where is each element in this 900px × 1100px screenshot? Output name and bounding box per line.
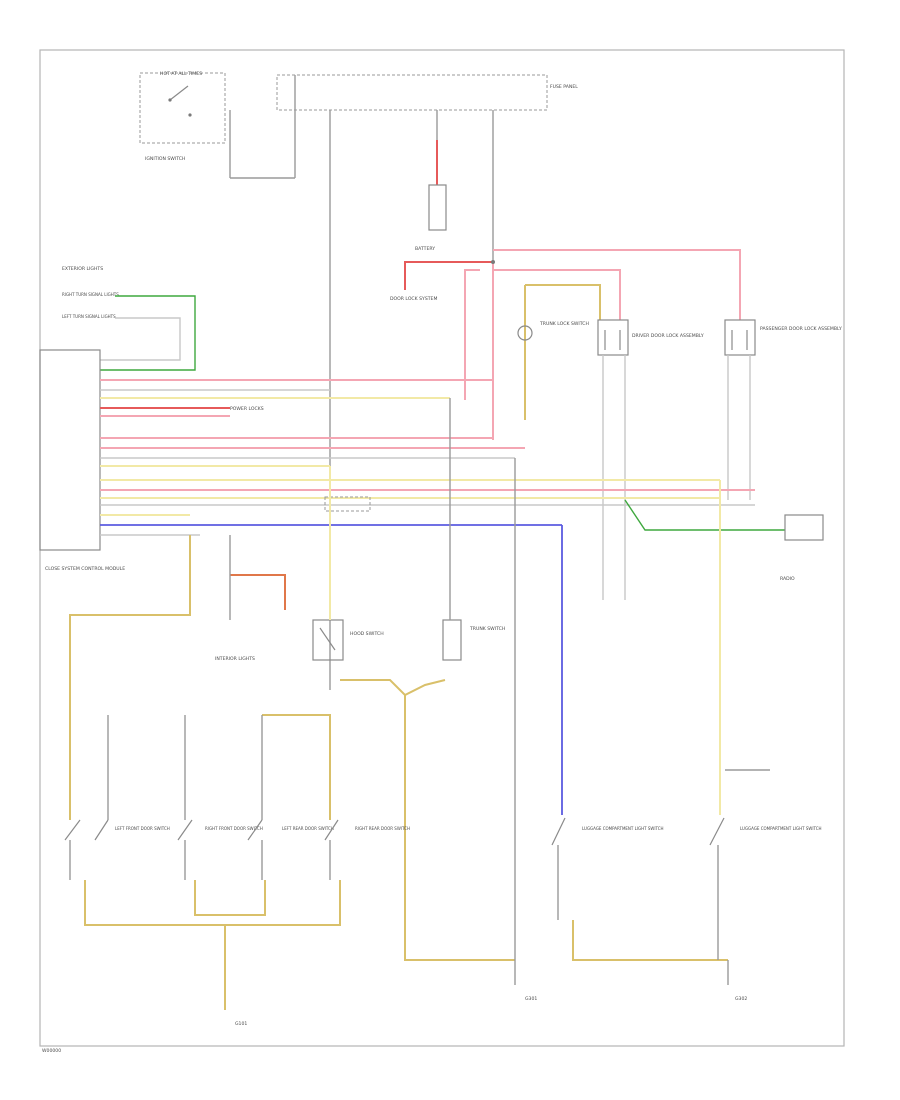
battery-label: BATTERY (415, 246, 435, 252)
power-feed-wires: DOOR LOCK SYSTEM (390, 249, 741, 440)
door-switch-bus (69, 535, 331, 820)
exterior-lights: EXTERIOR LIGHTS RIGHT TURN SIGNAL LIGHTS… (62, 266, 196, 371)
hot-at-all-times-label: HOT AT ALL TIMES (160, 71, 202, 77)
lr-door-label: LEFT REAR DOOR SWITCH (282, 826, 334, 831)
hood-switch-label: HOOD SWITCH (350, 631, 384, 637)
radio-label: RADIO (780, 576, 795, 582)
interior-light-relay: INTERIOR LIGHTS (215, 535, 286, 662)
door-switch-ground (84, 880, 226, 1010)
trunk-switch-label: TRUNK SWITCH (469, 626, 505, 632)
switch-return (340, 679, 446, 697)
luggage-switch-left: LUGGAGE COMPARTMENT LIGHT SWITCH (551, 525, 728, 961)
luggage-right-label: LUGGAGE COMPARTMENT LIGHT SWITCH (740, 826, 822, 831)
control-module: CLOSE SYSTEM CONTROL MODULE (39, 349, 125, 572)
trunk-switch: TRUNK SWITCH (442, 398, 505, 661)
right-turn-label: RIGHT TURN SIGNAL LIGHTS (62, 292, 119, 297)
door-lock-system-label: DOOR LOCK SYSTEM (390, 296, 437, 302)
exterior-lights-label: EXTERIOR LIGHTS (62, 266, 103, 272)
rr-door-label: RIGHT REAR DOOR SWITCH (355, 826, 410, 831)
module-harness: POWER LOCKS (100, 379, 755, 536)
luggage-switch-right: LUGGAGE COMPARTMENT LIGHT SWITCH (709, 480, 822, 960)
luggage-left-label: LUGGAGE COMPARTMENT LIGHT SWITCH (582, 826, 664, 831)
ground-g302-label: G302 (735, 996, 747, 1002)
ignition-switch-label: IGNITION SWITCH (145, 156, 185, 162)
driver-door-lock-label: DRIVER DOOR LOCK ASSEMBLY (632, 333, 704, 339)
lf-door-label: LEFT FRONT DOOR SWITCH (115, 826, 170, 831)
door-switch-ground-r (194, 880, 266, 916)
ground-g301-label: G301 (525, 996, 537, 1002)
diagram-frame (39, 49, 845, 1047)
fuse-panel-label: FUSE PANEL (550, 84, 578, 90)
rr-door-switch: RIGHT REAR DOOR SWITCH (324, 819, 410, 880)
radio-box (784, 514, 824, 541)
fuse-panel: FUSE PANEL BATTERY (230, 74, 578, 690)
hood-switch: HOOD SWITCH (312, 466, 384, 661)
power-locks-label: POWER LOCKS (230, 406, 264, 412)
trunk-lock-label: TRUNK LOCK SWITCH (539, 321, 589, 327)
lr-door-switch: LEFT REAR DOOR SWITCH (247, 819, 334, 880)
rf-door-label: RIGHT FRONT DOOR SWITCH (205, 826, 263, 831)
driver-door-lock-assembly: DRIVER DOOR LOCK ASSEMBLY (597, 319, 704, 600)
radio-wire (624, 499, 785, 531)
footer-code: W00000 (42, 1048, 61, 1054)
interior-lights-label: INTERIOR LIGHTS (215, 656, 255, 662)
trunk-lock-switch: TRUNK LOCK SWITCH (517, 321, 589, 341)
lf-door-switch: LEFT FRONT DOOR SWITCH (64, 819, 170, 880)
passenger-door-lock-label: PASSENGER DOOR LOCK ASSEMBLY (760, 326, 842, 332)
ignition-switch: HOT AT ALL TIMES IGNITION SWITCH (139, 71, 231, 178)
passenger-door-lock-assembly: PASSENGER DOOR LOCK ASSEMBLY (724, 319, 842, 500)
rf-door-switch: RIGHT FRONT DOOR SWITCH (177, 819, 263, 880)
ground-g101-label: G101 (235, 1021, 247, 1027)
ground-run-mid (404, 695, 515, 961)
left-turn-label: LEFT TURN SIGNAL LIGHTS (62, 314, 116, 319)
door-switch-ground-rr (225, 880, 341, 926)
control-module-label: CLOSE SYSTEM CONTROL MODULE (45, 566, 125, 572)
